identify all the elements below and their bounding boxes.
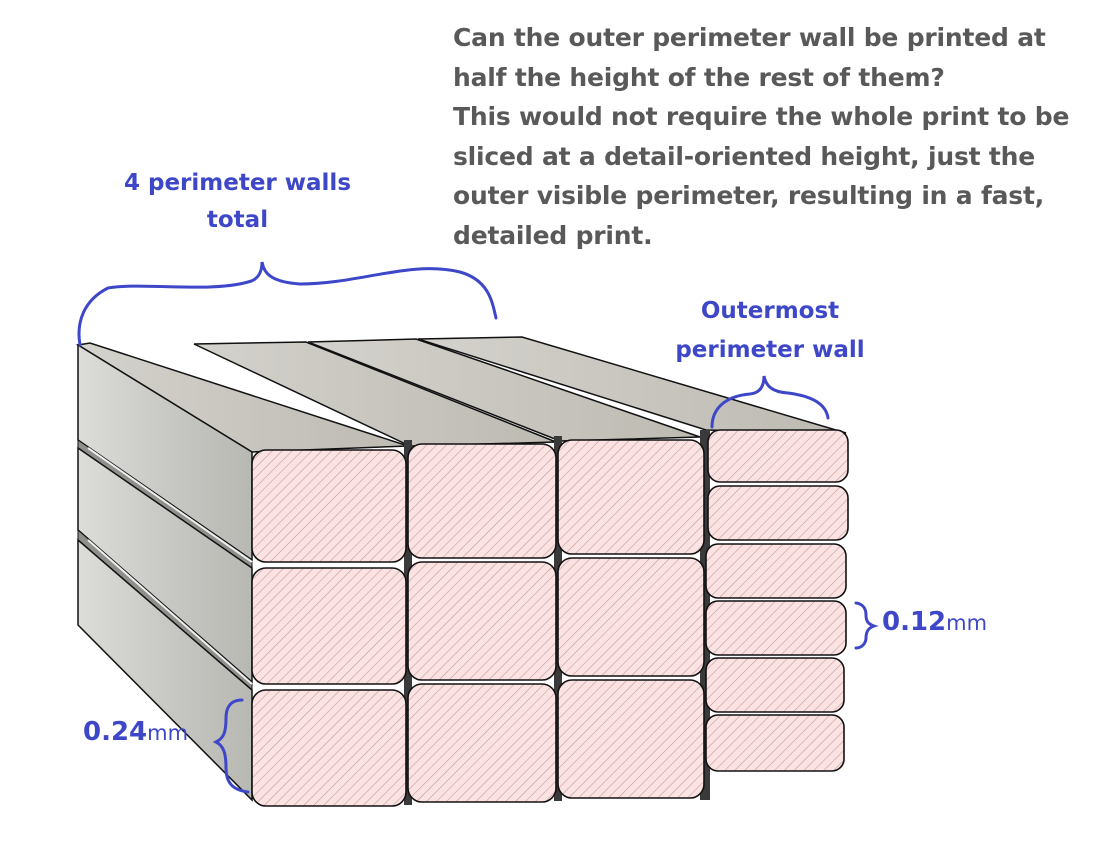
outermost-wall-label: Outermost perimeter wall <box>655 292 885 370</box>
wall-top-surfaces <box>75 336 847 453</box>
question-line: sliced at a detail-oriented height, just… <box>453 141 1035 171</box>
question-line: detailed print. <box>453 220 653 250</box>
cross-sections-thick <box>251 439 705 807</box>
thick-layer-unit: mm <box>147 721 189 745</box>
thick-layer-brace <box>212 698 250 794</box>
thick-layer-measurement: 0.24mm <box>83 717 188 747</box>
outermost-wall-label-line1: Outermost <box>700 298 840 324</box>
thin-layer-brace <box>854 601 879 650</box>
thin-layer-unit: mm <box>946 611 988 635</box>
question-line: outer visible perimeter, resulting in a … <box>453 181 1045 210</box>
question-line: This would not require the whole print t… <box>453 102 1070 131</box>
walls-brace <box>77 261 498 347</box>
cross-sections-thin <box>705 429 849 772</box>
thin-layer-measurement: 0.12mm <box>882 607 987 637</box>
question-line: half the height of the rest of them? <box>453 62 945 92</box>
perimeter-walls-label-line1: 4 perimeter walls <box>123 170 352 196</box>
outer-wall-brace <box>710 375 830 429</box>
thick-layer-value: 0.24 <box>83 717 148 747</box>
perimeter-walls-label-line2: total <box>206 207 269 233</box>
wall-side-faces <box>77 343 253 802</box>
perimeter-walls-label: 4 perimeter walls total <box>100 165 375 239</box>
thin-layer-value: 0.12 <box>882 607 947 637</box>
question-line: Can the outer perimeter wall be printed … <box>453 23 1046 52</box>
outermost-wall-label-line2: perimeter wall <box>675 337 865 363</box>
question-text: Can the outer perimeter wall be printed … <box>453 18 1103 255</box>
annotation-braces <box>77 261 879 794</box>
